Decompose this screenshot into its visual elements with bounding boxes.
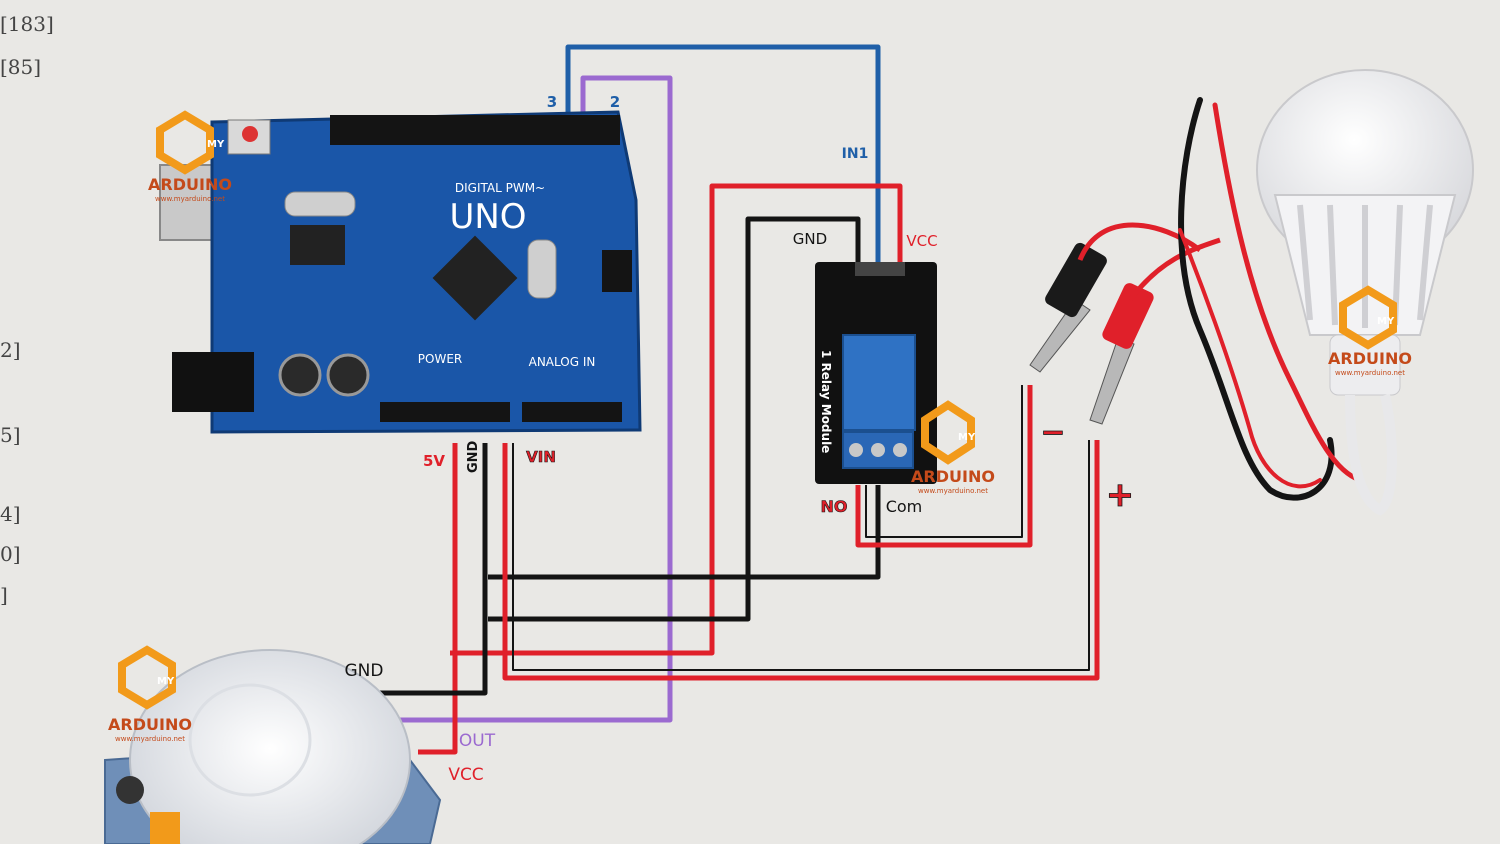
- watermark-url: www.myarduino.net: [918, 487, 988, 495]
- side-ref: 5]: [0, 423, 21, 447]
- watermark-badge: MY: [958, 432, 976, 443]
- relay-module-label: 1 Relay Module: [819, 350, 833, 453]
- pir-out-label: OUT: [459, 731, 496, 751]
- alligator-clips: [1029, 222, 1221, 425]
- relay-vcc-label: VCC: [906, 232, 937, 250]
- relay-com-label: Com: [886, 497, 923, 516]
- watermark-logo: MY ARDUINO www.myarduino.net: [148, 110, 232, 203]
- wire-pin3-in1: [565, 44, 881, 262]
- side-ref: [85]: [0, 55, 42, 79]
- pir-vcc-label: VCC: [448, 765, 483, 785]
- digital-label: DIGITAL PWM~: [455, 181, 545, 195]
- relay-module: 1 Relay Module: [815, 262, 937, 484]
- analog-label: ANALOG IN: [529, 355, 596, 369]
- clip-minus-label: −: [1040, 415, 1065, 450]
- power-label: POWER: [418, 352, 462, 366]
- pin-5v-label: 5V: [423, 452, 445, 470]
- relay-gnd-label: GND: [793, 230, 827, 248]
- watermark-url: www.myarduino.net: [115, 735, 185, 743]
- capacitor: [326, 353, 370, 397]
- wire-no-lamp: [855, 385, 1033, 548]
- side-ref: 4]: [0, 502, 21, 526]
- side-ref: 2]: [0, 338, 21, 362]
- wire-pin2-pir-out: [390, 75, 673, 723]
- pin-gnd-label: GND: [466, 440, 481, 473]
- capacitor: [278, 353, 322, 397]
- lamp-cable: [1178, 97, 1363, 501]
- digital-header: [330, 115, 620, 145]
- watermark-brand: ARDUINO: [1328, 349, 1412, 368]
- light-bulb: [1256, 69, 1474, 516]
- watermark-logo: MY ARDUINO www.myarduino.net: [911, 400, 995, 495]
- wire-com-gnd: [488, 485, 881, 580]
- dc-jack: [172, 352, 254, 412]
- pin-2-label: 2: [610, 93, 620, 111]
- side-ref: 0]: [0, 542, 21, 566]
- watermark-badge: MY: [157, 676, 175, 687]
- power-header: [380, 402, 510, 422]
- watermark-badge: MY: [1377, 316, 1395, 327]
- watermark-brand: ARDUINO: [108, 715, 192, 734]
- atmega-chip: [432, 235, 518, 321]
- pin-3-label: 3: [547, 93, 557, 111]
- relay-pin-header: [855, 262, 905, 276]
- relay-in1-label: IN1: [842, 146, 869, 162]
- wires: [375, 44, 1100, 755]
- watermark-logo: MY ARDUINO www.myarduino.net: [1328, 285, 1412, 377]
- watermark-brand: ARDUINO: [911, 467, 995, 486]
- relay-block: [842, 334, 916, 431]
- watermark-brand: ARDUINO: [148, 175, 232, 194]
- wire-vin-plus: [502, 440, 1100, 681]
- clip-plus-label: +: [1106, 475, 1135, 515]
- analog-header: [522, 402, 622, 422]
- watermark-url: www.myarduino.net: [1335, 369, 1405, 377]
- pin-vin-label: VIN: [526, 448, 556, 466]
- wire-relay-vcc: [450, 183, 903, 656]
- arduino-uno-board: UNO DIGITAL PWM~ POWER ANALOG IN: [159, 110, 642, 434]
- watermark-badge: MY: [207, 139, 225, 150]
- side-ref: ]: [0, 583, 8, 607]
- pir-sensor: [104, 649, 442, 844]
- watermark-url: www.myarduino.net: [155, 195, 225, 203]
- wire-relay-gnd: [488, 216, 861, 622]
- relay-no-label: NO: [821, 497, 848, 516]
- board-title: UNO: [449, 197, 526, 237]
- wire-5v-pir-vcc: [418, 443, 458, 755]
- wire-gnd-pir-gnd: [375, 443, 488, 696]
- pir-gnd-label: GND: [345, 661, 384, 681]
- side-ref: [183]: [0, 12, 54, 36]
- watermark-logo: MY ARDUINO www.myarduino.net: [108, 645, 192, 743]
